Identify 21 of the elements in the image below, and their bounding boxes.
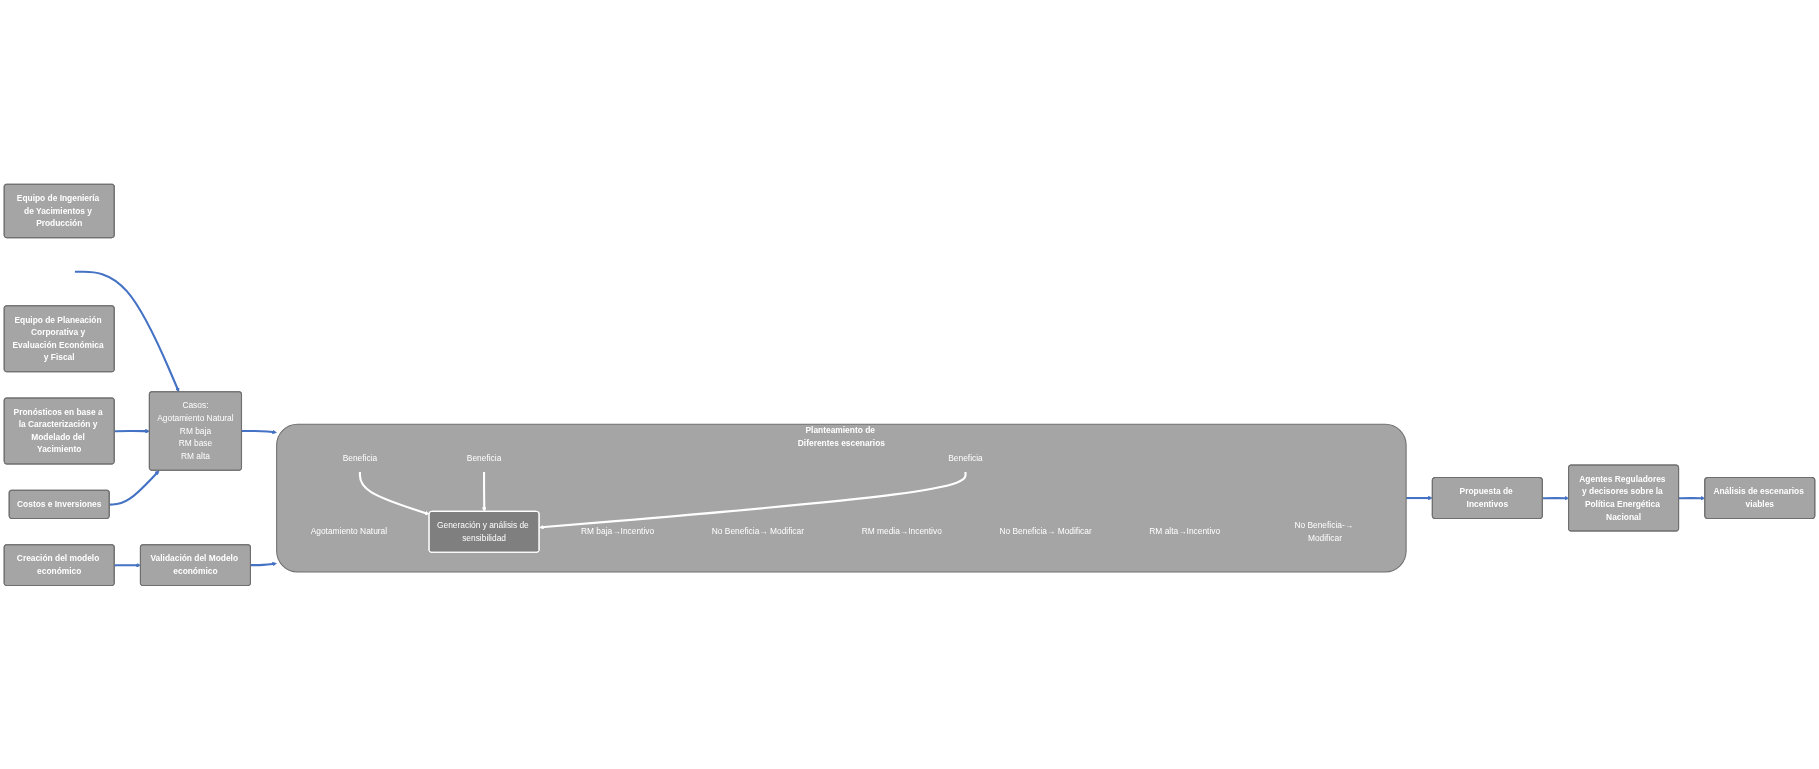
- arrow: [241, 429, 277, 434]
- arrow: [250, 561, 277, 566]
- arrow: [74, 270, 180, 392]
- arrow: [114, 562, 141, 568]
- arrow: [539, 471, 967, 530]
- arrow: [1406, 495, 1433, 500]
- node-text: RM baja→Incentivo: [580, 526, 655, 536]
- node-text: No Beneficia→ Modificar: [711, 526, 805, 536]
- node-text: Agotamiento Natural: [310, 526, 388, 536]
- node-text: Beneficia: [466, 452, 502, 462]
- arrow: [1542, 495, 1569, 501]
- node-text: RM media→Incentivo: [861, 526, 942, 536]
- arrow: [481, 471, 487, 512]
- node-text: RM alta→Incentivo: [1149, 526, 1221, 536]
- node-text: Beneficia: [948, 452, 983, 462]
- node-text: Beneficia: [342, 452, 378, 462]
- node-text: No Beneficia→ Modificar: [999, 526, 1092, 536]
- arrow: [109, 469, 160, 506]
- arrow: [114, 428, 150, 434]
- node-text: No Beneficia-→ Modificar: [1294, 520, 1354, 542]
- arrow: [358, 471, 430, 515]
